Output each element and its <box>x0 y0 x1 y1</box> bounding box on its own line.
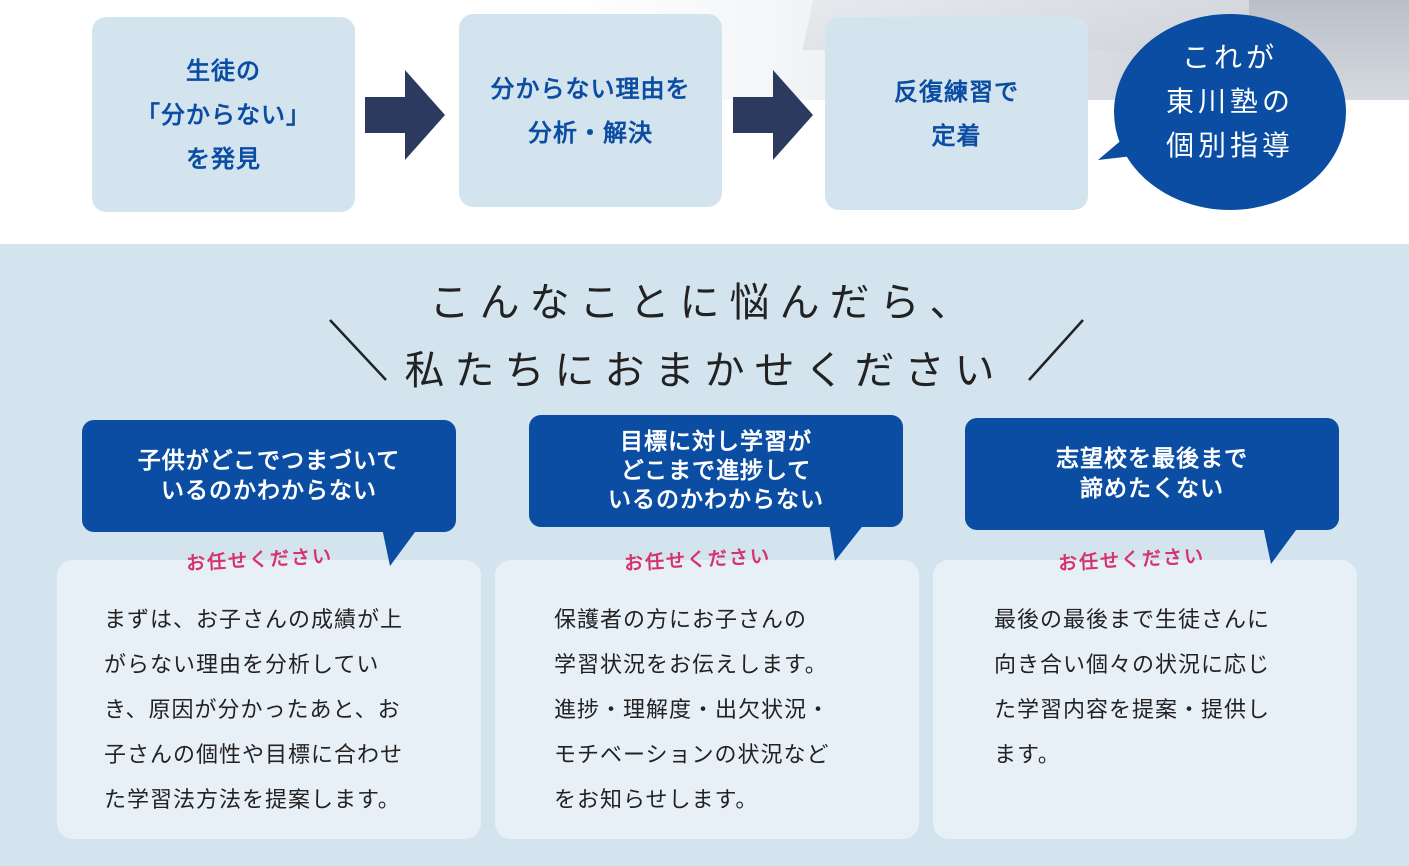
flow-step-practice: 反復練習で 定着 <box>825 17 1088 210</box>
answer-card <box>495 560 919 839</box>
right-arrow-icon <box>365 70 445 160</box>
speech-badge-circle <box>1098 14 1346 210</box>
answer-card <box>933 560 1357 839</box>
flow-step-discover: 生徒の 「分からない」 を発見 <box>92 17 355 212</box>
worry-text: 子供がどこでつまづいて いるのかわからない <box>137 448 401 504</box>
headline-line-2: 私たちにおまかせください <box>404 348 1005 394</box>
backslash-decoration-icon <box>329 319 387 381</box>
flow-section: 生徒の 「分からない」 を発見 分からない理由を 分析・解決 反復練習で 定着 <box>0 0 1409 244</box>
worry-text: 目標に対し学習が どこまで進捗して いるのかわからない <box>608 428 824 513</box>
worry-bubble <box>82 420 456 566</box>
flow-step-analyze: 分からない理由を 分析・解決 <box>459 14 722 207</box>
slash-decoration-icon <box>1028 319 1084 381</box>
flow-step-label: 反復練習で 定着 <box>894 77 1019 150</box>
flow-step-label: 分からない理由を 分析・解決 <box>490 74 691 147</box>
worry-text: 志望校を最後まで 諦めたくない <box>1056 446 1248 502</box>
right-arrow-icon <box>733 70 813 160</box>
headline-line-1: こんなことに悩んだら、 <box>429 280 980 326</box>
answer-body: 保護者の方にお子さんの 学習状況をお伝えします。 進捗・理解度・出欠状況・ モチ… <box>554 608 831 813</box>
answer-body: 最後の最後まで生徒さんに 向き合い個々の状況に応じ た学習内容を提案・提供し ま… <box>994 608 1271 768</box>
worry-bubble <box>529 415 903 561</box>
badge-text: これが 東川塾の 個別指導 <box>1165 41 1294 162</box>
answer-body: まずは、お子さんの成績が上 がらない理由を分析してい き、原因が分かったあと、お… <box>104 608 404 813</box>
flow-step-label: 生徒の 「分からない」 を発見 <box>136 56 311 173</box>
worry-bubble <box>965 418 1339 564</box>
answer-card <box>57 560 481 839</box>
